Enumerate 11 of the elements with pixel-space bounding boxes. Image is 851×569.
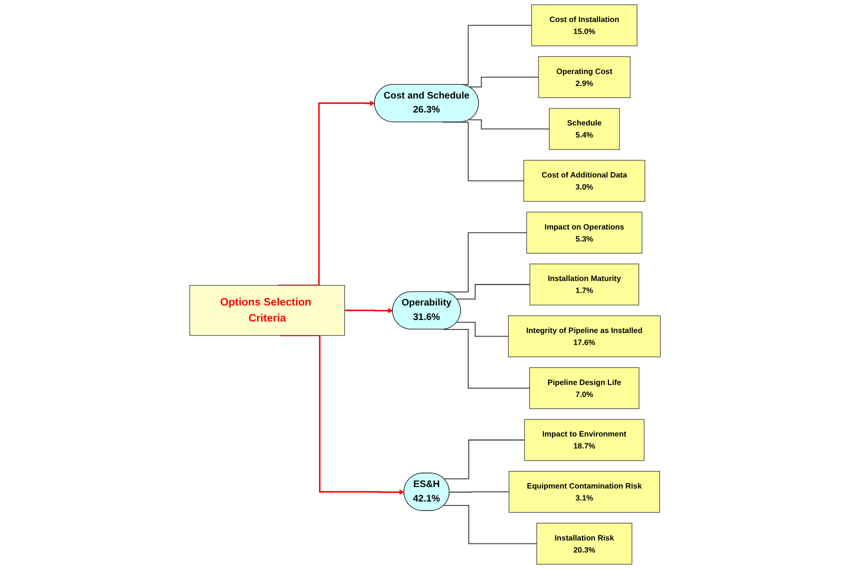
connector <box>444 504 538 544</box>
connector <box>444 440 526 480</box>
connector <box>456 322 510 337</box>
connector <box>442 122 525 182</box>
connector <box>442 329 531 389</box>
node-box: Options Selection Criteria <box>190 285 346 336</box>
connector <box>469 119 550 130</box>
connector <box>450 491 510 493</box>
connector <box>456 284 531 300</box>
connector <box>469 76 540 88</box>
arrow <box>345 308 394 314</box>
